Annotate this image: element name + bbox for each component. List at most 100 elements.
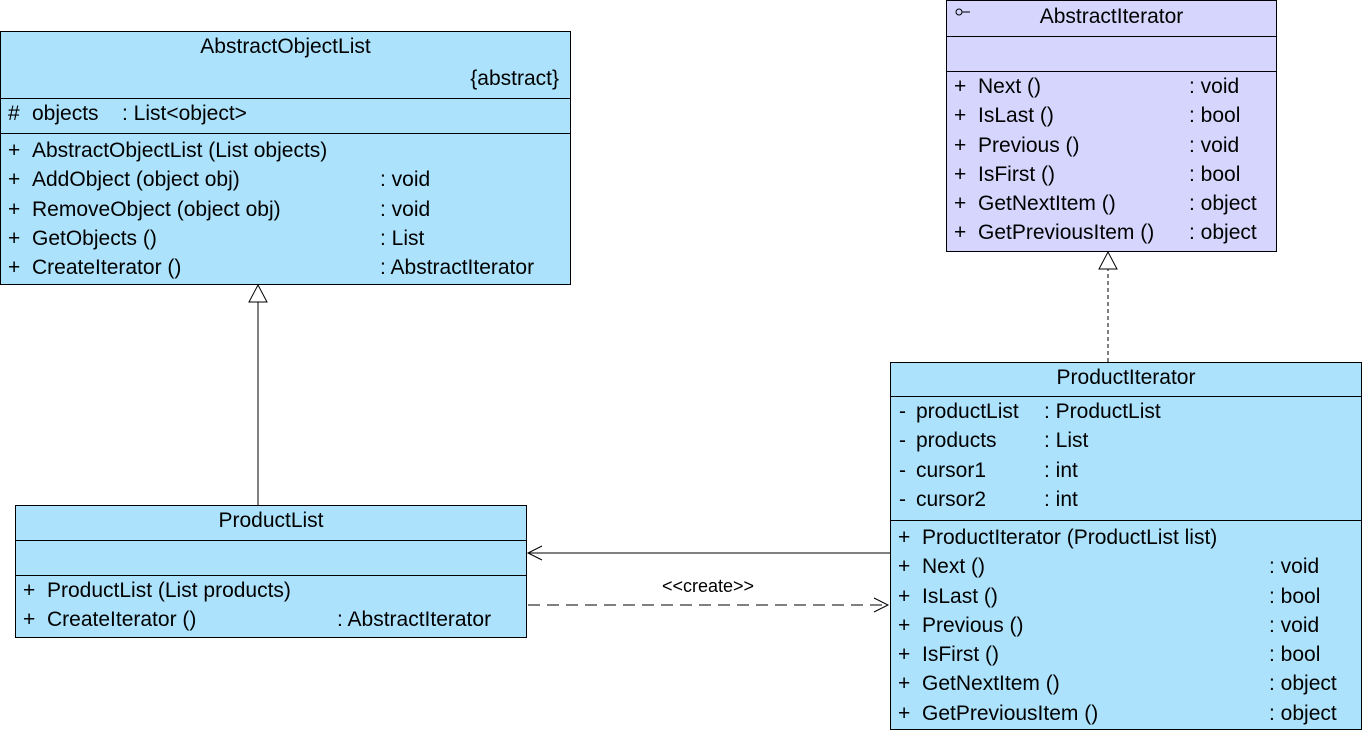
realization-arrowhead (1098, 250, 1118, 270)
operation-name: ProductIterator (ProductList list) (922, 526, 1218, 549)
operation-row: + AbstractObjectList (List objects) (1, 136, 570, 165)
attribute-name: cursor2 (916, 487, 987, 511)
operation-name: IsFirst () (978, 162, 1055, 186)
attribute-name: productList (916, 400, 1019, 423)
association-arrowhead (526, 545, 543, 561)
operation-row: + IsFirst () : bool (947, 160, 1276, 189)
visibility: + (954, 162, 967, 186)
operation-row: + GetNextItem () : object (947, 189, 1276, 218)
attribute-type: : ProductList (1044, 400, 1161, 423)
visibility: + (8, 226, 21, 250)
attributes-section (947, 37, 1276, 72)
operation-name: CreateIterator () (47, 608, 197, 632)
operation-row: + GetNextItem () : object (891, 669, 1361, 698)
operation-name: RemoveObject (object obj) (32, 197, 281, 221)
operation-name: GetObjects () (32, 226, 157, 250)
operation-name: GetPreviousItem () (978, 221, 1155, 245)
operations-section: + ProductList (List products) + CreateIt… (16, 576, 526, 635)
operation-name: IsFirst () (922, 643, 999, 667)
return-type: : object (1269, 672, 1337, 696)
interface-name: AbstractIterator (1039, 5, 1184, 28)
return-type: : void (1189, 75, 1240, 98)
attribute-name: objects (32, 102, 99, 125)
attribute-type: : int (1044, 458, 1078, 482)
attribute-row: - products : List (891, 426, 1361, 455)
visibility: + (8, 256, 21, 280)
operation-name: CreateIterator () (32, 256, 182, 280)
visibility: + (898, 643, 911, 667)
abstract-object-list-class[interactable]: AbstractObjectList {abstract} # objects … (0, 31, 571, 285)
class-header: ProductList (16, 506, 526, 541)
visibility: + (898, 613, 911, 637)
return-type: : bool (1189, 104, 1241, 128)
attribute-row: # objects : List<object> (1, 99, 570, 128)
operation-row: + CreateIterator () : AbstractIterator (16, 605, 526, 634)
visibility: - (899, 487, 906, 511)
attribute-type: : List<object> (122, 102, 247, 125)
return-type: : object (1189, 192, 1257, 216)
operation-row: + Previous () : void (891, 611, 1361, 640)
product-iterator-class[interactable]: ProductIterator - productList : ProductL… (890, 362, 1362, 730)
attribute-row: - productList : ProductList (891, 397, 1361, 426)
operations-section: + AbstractObjectList (List objects) + Ad… (1, 134, 570, 282)
return-type: : List (380, 226, 425, 250)
operation-row: + Previous () : void (947, 131, 1276, 160)
operation-row: + IsLast () : bool (891, 582, 1361, 611)
operation-row: + RemoveObject (object obj) : void (1, 195, 570, 224)
attributes-section: - productList : ProductList - products :… (891, 397, 1361, 521)
return-type: : void (1269, 613, 1320, 637)
visibility: + (898, 584, 911, 608)
operation-row: + Next () : void (891, 552, 1361, 581)
visibility: + (898, 672, 911, 696)
return-type: : object (1269, 701, 1337, 725)
return-type: : AbstractIterator (337, 608, 492, 632)
visibility: # (8, 102, 20, 125)
return-type: : bool (1269, 643, 1321, 667)
visibility: + (23, 608, 36, 632)
class-name: ProductList (218, 509, 324, 532)
operation-name: AbstractObjectList (List objects) (32, 139, 328, 162)
attribute-row: - cursor2 : int (891, 485, 1361, 514)
abstract-stereotype: {abstract} (470, 67, 559, 90)
visibility: + (8, 139, 21, 162)
operation-row: + GetPreviousItem () : object (947, 218, 1276, 247)
operation-name: Next () (978, 75, 1041, 98)
operations-section: + ProductIterator (ProductList list) + N… (891, 521, 1361, 728)
attributes-section (16, 541, 526, 576)
visibility: + (23, 579, 36, 602)
attribute-name: products (916, 429, 997, 453)
visibility: + (898, 555, 911, 579)
visibility: + (954, 221, 967, 245)
visibility: + (954, 104, 967, 128)
attribute-type: : int (1044, 487, 1078, 511)
class-header: ProductIterator (891, 363, 1361, 397)
operation-name: Previous () (978, 133, 1080, 157)
operation-row: + AddObject (object obj) : void (1, 165, 570, 194)
operation-name: IsLast () (922, 584, 998, 608)
create-stereotype-label: <<create>> (662, 576, 754, 596)
visibility: - (899, 429, 906, 453)
operation-row: + GetPreviousItem () : object (891, 699, 1361, 728)
operation-name: GetPreviousItem () (922, 701, 1099, 725)
operation-name: AddObject (object obj) (32, 168, 240, 192)
operation-row: + ProductIterator (ProductList list) (891, 523, 1361, 552)
create-dependency-arrowhead (873, 597, 890, 613)
return-type: : void (1269, 555, 1320, 579)
operation-name: GetNextItem () (922, 672, 1060, 696)
class-name: AbstractObjectList (200, 35, 371, 58)
operation-name: IsLast () (978, 104, 1054, 128)
visibility: + (8, 197, 21, 221)
visibility: + (954, 133, 967, 157)
product-list-class[interactable]: ProductList + ProductList (List products… (15, 505, 527, 638)
visibility: - (899, 400, 906, 423)
return-type: : AbstractIterator (380, 256, 535, 280)
operation-row: + CreateIterator () : AbstractIterator (1, 253, 570, 282)
visibility: + (898, 526, 911, 549)
generalization-arrowhead (248, 283, 268, 303)
attribute-row: - cursor1 : int (891, 456, 1361, 485)
class-header: AbstractObjectList {abstract} (1, 32, 570, 99)
abstract-iterator-interface[interactable]: AbstractIterator + Next () : void + IsLa… (946, 0, 1277, 252)
return-type: : bool (1189, 162, 1241, 186)
interface-icon (955, 8, 970, 16)
